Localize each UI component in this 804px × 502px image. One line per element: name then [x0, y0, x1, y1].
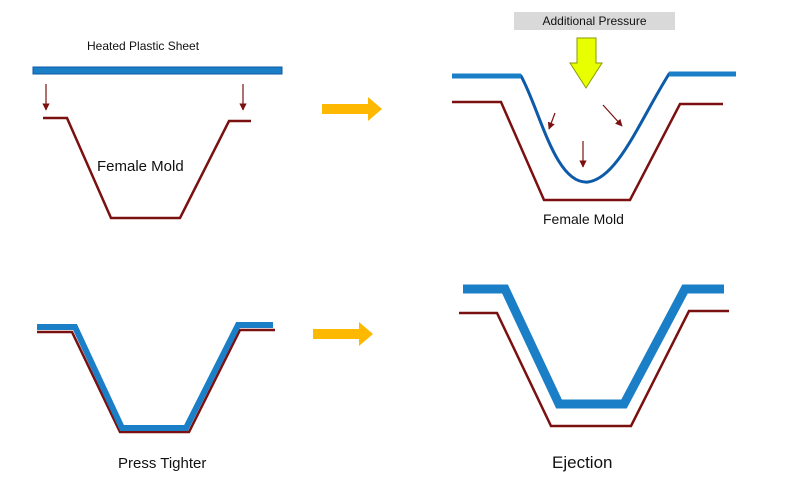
- female-mold-label: Female Mold: [543, 211, 624, 227]
- press-tighter-label: Press Tighter: [118, 455, 207, 472]
- panel-heated-sheet: [32, 66, 283, 220]
- female-mold-outline: [459, 309, 729, 428]
- right-arrow-icon: [322, 97, 382, 121]
- female-mold-outline: [37, 328, 275, 434]
- female-mold-outline: [43, 116, 251, 220]
- additional-pressure-label: Additional Pressure: [514, 12, 675, 30]
- panel-press-tighter: [37, 322, 275, 434]
- ejected-plastic-part: [463, 284, 724, 409]
- small-down-arrow-icon: [602, 104, 623, 127]
- deforming-plastic-sheet: [452, 72, 736, 184]
- small-down-arrow-icon: [547, 112, 556, 130]
- formed-plastic-sheet: [37, 322, 273, 431]
- panel-additional-pressure: [452, 37, 736, 202]
- heated-plastic-sheet: [32, 66, 283, 75]
- female-mold-label: Female Mold: [97, 158, 184, 175]
- down-arrow-icon: [569, 37, 603, 89]
- panel-ejection: [459, 284, 729, 428]
- right-arrow-icon: [313, 322, 373, 346]
- female-mold-outline: [452, 100, 723, 202]
- ejection-label: Ejection: [552, 453, 613, 472]
- heated-sheet-label: Heated Plastic Sheet: [87, 39, 200, 53]
